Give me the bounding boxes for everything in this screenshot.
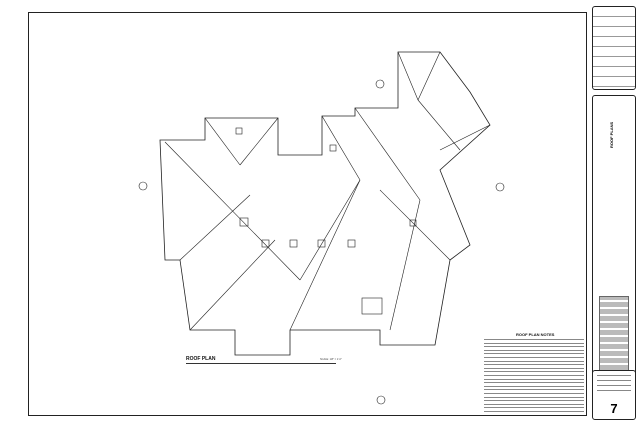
hip-lines [164, 51, 491, 331]
title-block: ROOF PLANS [592, 95, 636, 395]
vents [235, 127, 417, 315]
drawing-border [28, 12, 587, 416]
sheet-title: ROOF PLANS [609, 121, 614, 148]
notes-title: ROOF PLAN NOTES [516, 332, 555, 337]
title-underline [186, 363, 336, 364]
plan-scale: SCALE: 1/8" = 1'-0" [320, 358, 342, 361]
roof-outline [159, 51, 491, 356]
section-markers [138, 79, 505, 405]
notes-text-block [484, 339, 584, 414]
sheet-number-block: 7 [592, 370, 636, 420]
plan-title: ROOF PLAN [186, 356, 216, 362]
company-logo [599, 296, 629, 378]
sheet-number: 7 [610, 401, 618, 416]
revision-block [592, 6, 636, 90]
